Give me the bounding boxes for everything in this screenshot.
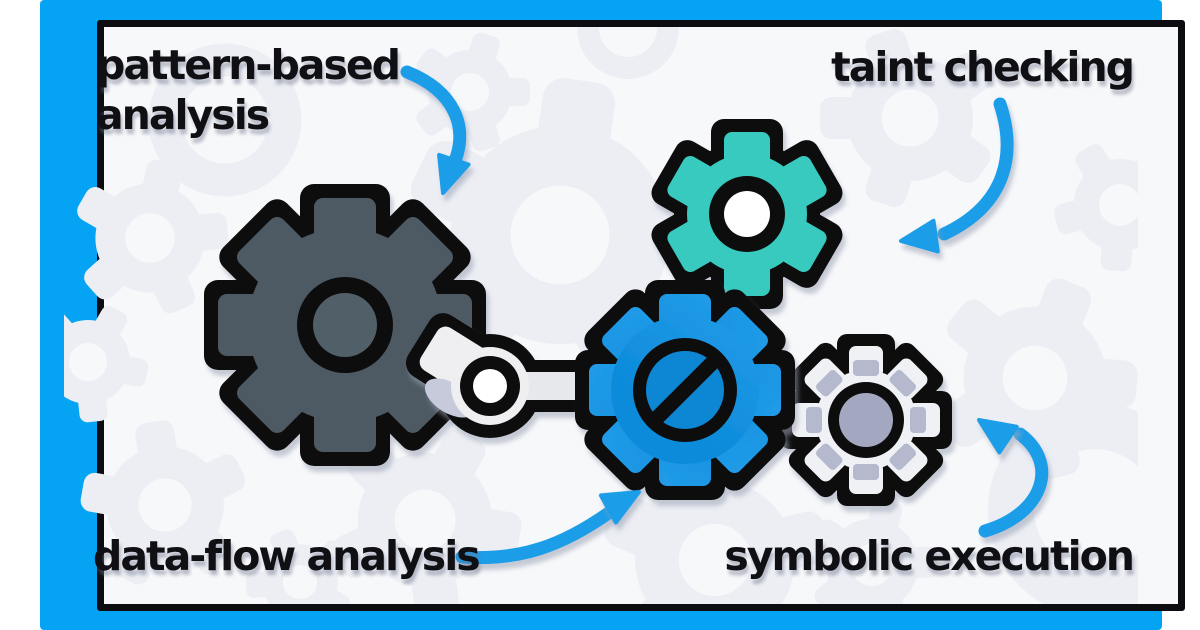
arrowhead-pattern-based bbox=[437, 152, 471, 195]
taint-checking-gear bbox=[651, 119, 843, 309]
arrowhead-taint-checking bbox=[899, 218, 940, 254]
tooth-insets bbox=[806, 360, 926, 480]
label-line: analysis bbox=[96, 91, 270, 139]
arrowheads-layer bbox=[437, 152, 1019, 525]
arrowhead-data-flow bbox=[598, 490, 641, 525]
label-data-flow-analysis: data-flow analysis bbox=[93, 532, 481, 580]
hub-center bbox=[839, 393, 893, 447]
rod-hole bbox=[473, 369, 507, 403]
hub-center bbox=[313, 293, 377, 357]
arrow-symbolic-execution bbox=[978, 427, 1049, 538]
label-taint-checking: taint checking bbox=[831, 43, 1135, 91]
label-symbolic-execution: symbolic execution bbox=[724, 532, 1135, 580]
no-entry-icon bbox=[633, 338, 737, 442]
arrowhead-symbolic-execution bbox=[977, 418, 1019, 455]
hub-hole bbox=[724, 191, 770, 237]
arrow-taint-checking bbox=[937, 97, 1014, 241]
data-flow-analysis-gear bbox=[575, 280, 795, 500]
symbolic-execution-gear bbox=[780, 334, 952, 506]
arrow-pattern-based bbox=[400, 65, 467, 175]
arrows-layer bbox=[400, 65, 1049, 565]
arrow-data-flow bbox=[455, 505, 617, 565]
label-pattern-based-analysis: pattern-based analysis bbox=[96, 40, 401, 140]
label-line: pattern-based bbox=[96, 41, 401, 89]
